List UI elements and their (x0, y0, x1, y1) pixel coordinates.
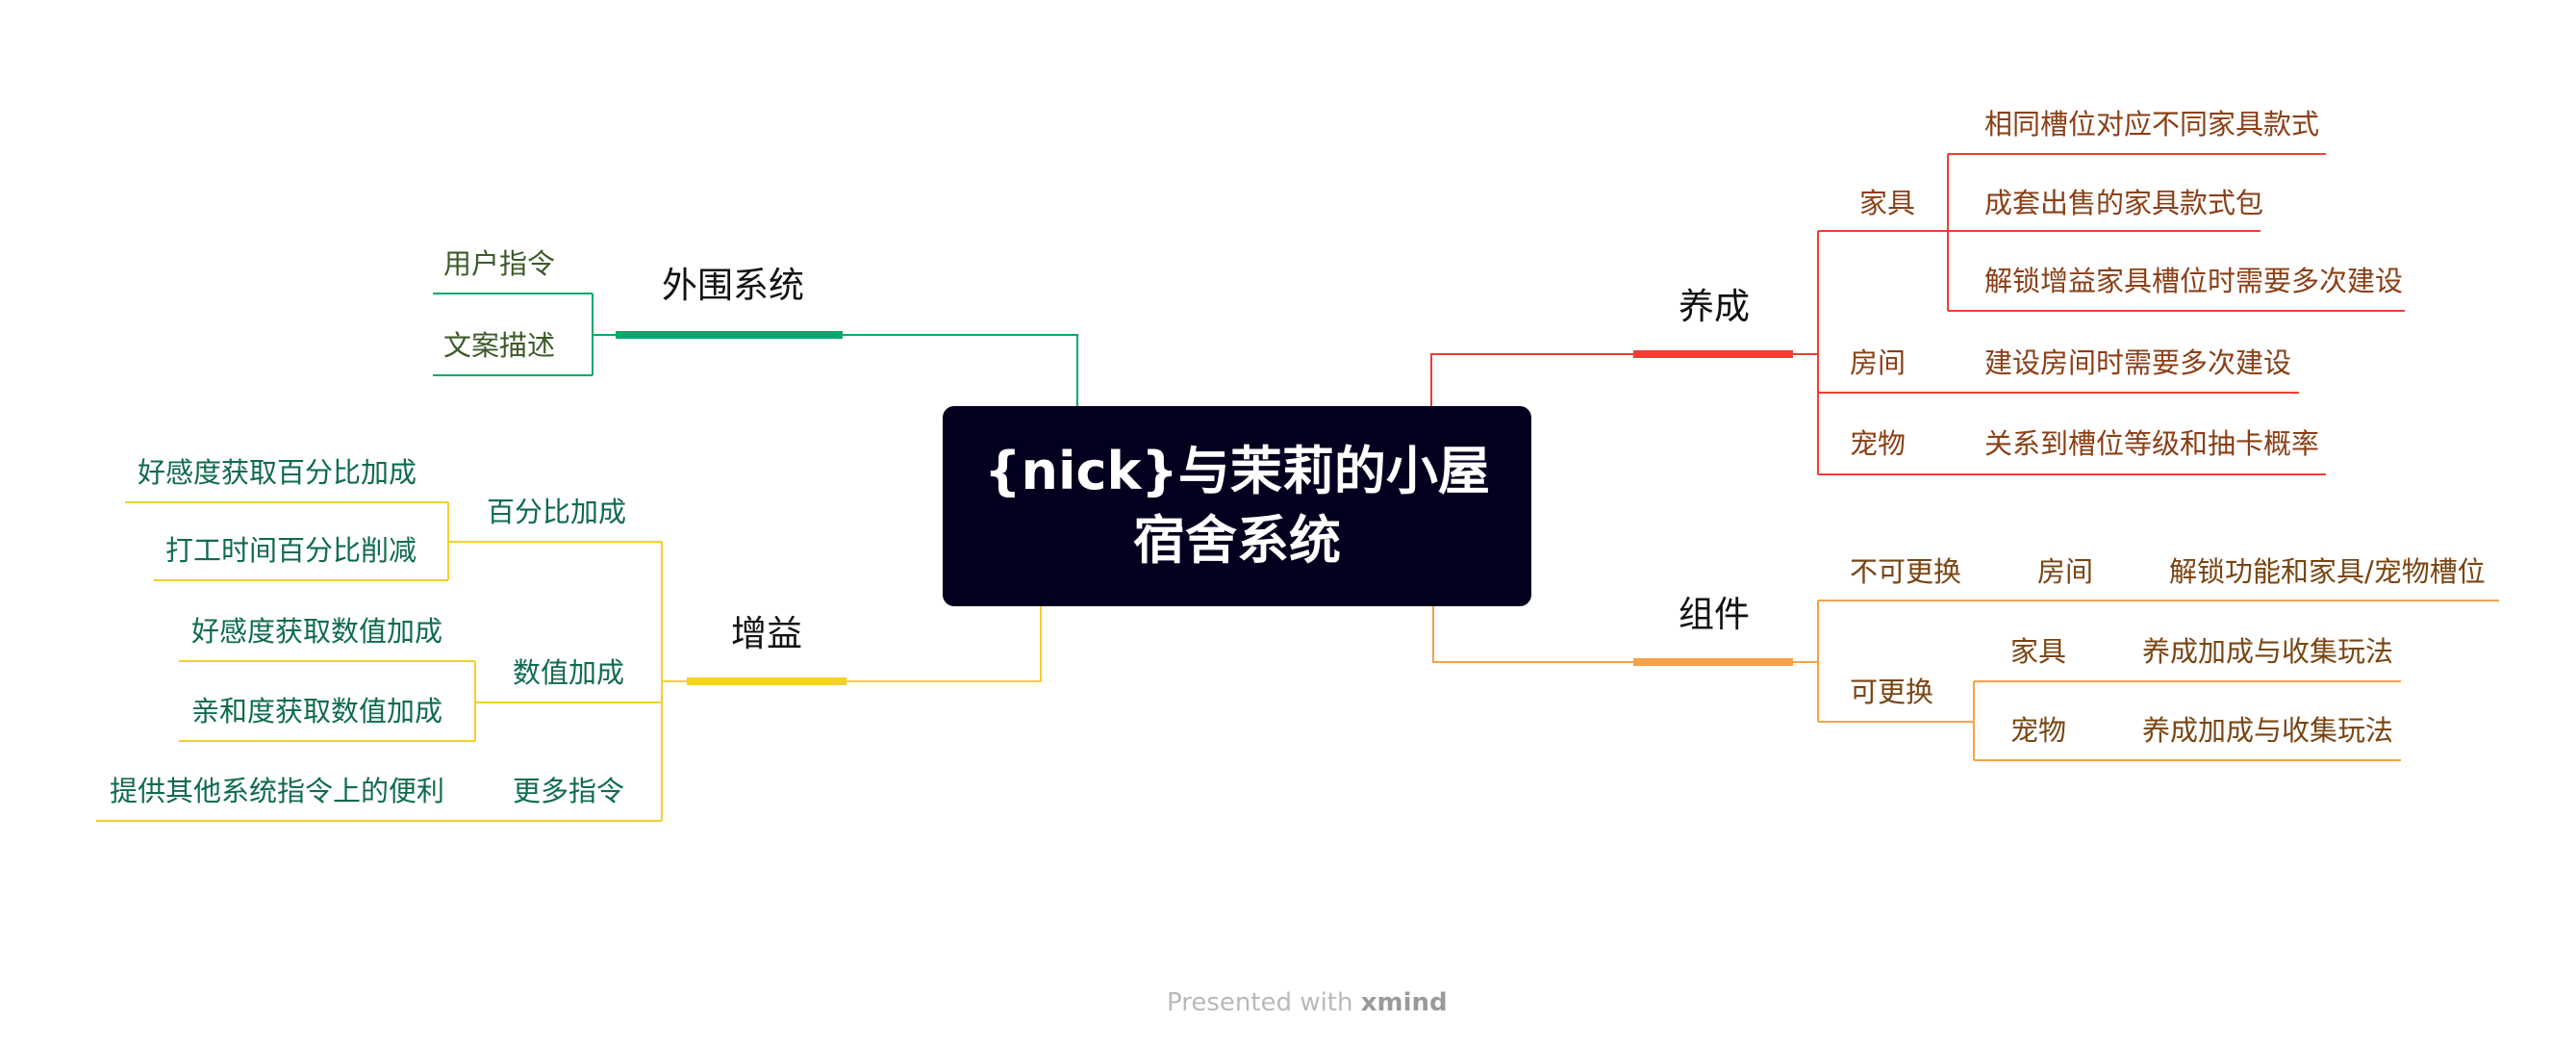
branch-buff[interactable]: 增益 (731, 613, 802, 654)
branch-peripheral[interactable]: 外围系统 (662, 265, 804, 306)
footer-prefix: Presented with (1167, 988, 1361, 1017)
buff-leaf-convenience[interactable]: 提供其他系统指令上的便利 (110, 775, 445, 807)
buff-leaf-worktime-percent[interactable]: 打工时间百分比削减 (165, 534, 417, 567)
link-peripheral-children (433, 293, 616, 376)
buff-group-value[interactable]: 数值加成 (513, 656, 625, 689)
peripheral-child-user-command[interactable]: 用户指令 (443, 247, 556, 280)
link-component-swap (1818, 680, 2401, 761)
underline-peripheral (616, 331, 843, 339)
component-fixed-room-leaf[interactable]: 解锁功能和家具/宠物槽位 (2169, 555, 2486, 588)
raise-leaf-build-room[interactable]: 建设房间时需要多次建设 (1984, 346, 2292, 379)
raise-leaf-slot-styles[interactable]: 相同槽位对应不同家具款式 (1984, 108, 2320, 140)
branch-raise[interactable]: 养成 (1679, 286, 1750, 327)
link-central-component (1432, 606, 1633, 663)
buff-connectors (96, 501, 1042, 822)
raise-leaf-slot-level[interactable]: 关系到槽位等级和抽卡概率 (1984, 427, 2320, 460)
component-swap-furniture[interactable]: 家具 (2010, 635, 2067, 668)
underline-raise (1633, 350, 1793, 358)
component-fixed-room[interactable]: 房间 (2037, 555, 2094, 588)
footer-brand: xmind (1360, 988, 1448, 1017)
component-swap-furniture-leaf[interactable]: 养成加成与收集玩法 (2142, 635, 2394, 668)
underline-component (1633, 658, 1793, 666)
link-raise-furniture (1818, 153, 2405, 312)
central-topic-line1: {nick}与茉莉的小屋 (984, 441, 1490, 502)
peripheral-connectors (433, 293, 1078, 406)
underline-buff (687, 677, 846, 685)
component-group-fixed[interactable]: 不可更换 (1850, 555, 1962, 588)
buff-leaf-favor-value[interactable]: 好感度获取数值加成 (191, 615, 443, 648)
raise-leaf-unlock-slot[interactable]: 解锁增益家具槽位时需要多次建设 (1984, 265, 2404, 297)
link-central-raise (1430, 353, 1633, 406)
central-topic-line2: 宿舍系统 (1133, 510, 1341, 571)
link-central-buff (846, 606, 1042, 682)
raise-group-room[interactable]: 房间 (1850, 346, 1907, 379)
buff-leaf-favor-percent[interactable]: 好感度获取百分比加成 (138, 456, 417, 489)
branch-component[interactable]: 组件 (1679, 594, 1750, 635)
raise-group-furniture[interactable]: 家具 (1859, 187, 1916, 219)
raise-group-pet[interactable]: 宠物 (1850, 427, 1907, 460)
link-buff-groups (661, 542, 687, 821)
link-buff-percent (125, 501, 662, 581)
peripheral-child-copy-description[interactable]: 文案描述 (443, 329, 556, 362)
raise-connectors (1430, 153, 2405, 475)
buff-group-percent[interactable]: 百分比加成 (487, 496, 627, 528)
link-component-groups (1793, 600, 1819, 722)
component-connectors (1432, 600, 2499, 761)
link-buff-value (179, 660, 662, 742)
component-swap-pet[interactable]: 宠物 (2010, 714, 2067, 747)
raise-leaf-style-packs[interactable]: 成套出售的家具款式包 (1984, 187, 2264, 219)
footer-credit[interactable]: Presented with xmind (1167, 988, 1448, 1017)
buff-group-more[interactable]: 更多指令 (513, 775, 625, 807)
central-topic[interactable]: {nick}与茉莉的小屋 宿舍系统 (943, 406, 1531, 606)
link-raise-groups (1793, 231, 1819, 474)
link-central-peripheral (843, 334, 1078, 406)
buff-leaf-affinity-value[interactable]: 亲和度获取数值加成 (191, 695, 443, 728)
component-group-swappable[interactable]: 可更换 (1850, 676, 1934, 708)
component-swap-pet-leaf[interactable]: 养成加成与收集玩法 (2142, 714, 2394, 747)
